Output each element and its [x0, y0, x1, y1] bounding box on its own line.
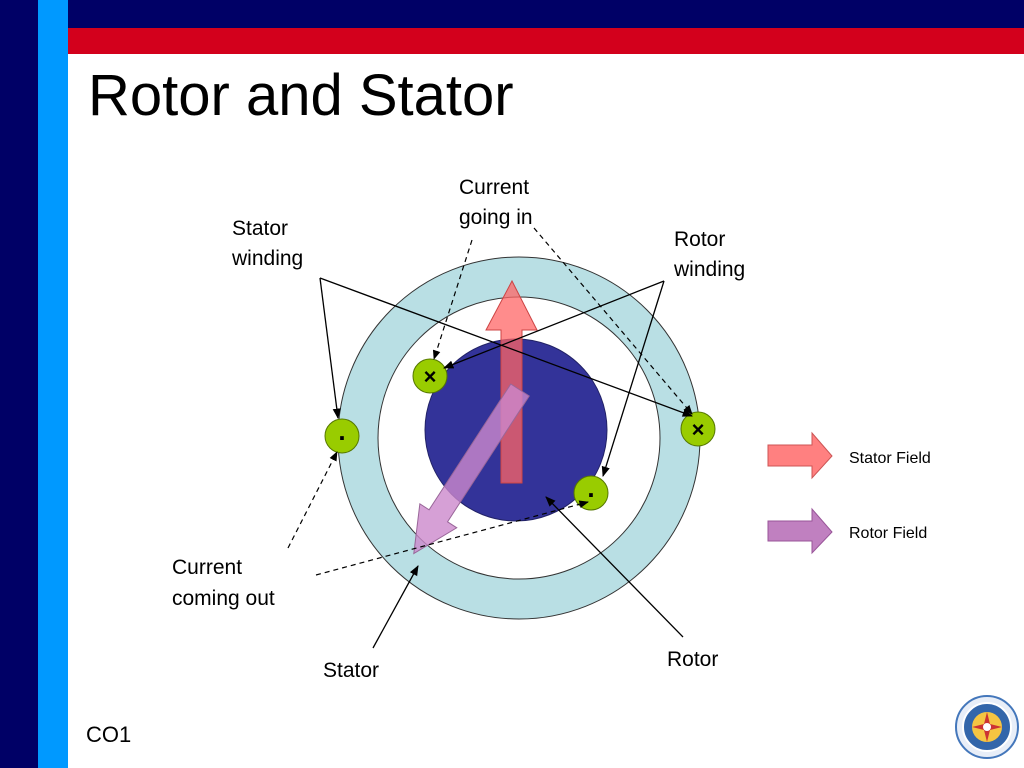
- out-of-page-symbol: .: [587, 473, 594, 503]
- label-rotor-winding-line2: winding: [673, 258, 745, 281]
- legend-rotor-field-label: Rotor Field: [849, 525, 927, 542]
- top-navy-band: [0, 0, 1024, 28]
- label-current-coming-out-line1: Current: [172, 556, 242, 579]
- top-red-band: [0, 28, 1024, 54]
- conductor-right: ×: [680, 411, 716, 447]
- label-current-coming-out-line2: coming out: [172, 587, 275, 610]
- legend-stator-field-arrow: [767, 431, 833, 480]
- label-current-going-in-line1: Current: [459, 176, 529, 199]
- current-in-pointer-left: [432, 239, 473, 360]
- stator-pointer: [372, 565, 419, 649]
- into-page-symbol: ×: [692, 417, 705, 442]
- left-blue-band: [38, 0, 68, 768]
- current-in-pointer-right: [533, 227, 693, 415]
- legend-rotor-field-arrow: [767, 507, 833, 555]
- slide-title: Rotor and Stator: [88, 63, 514, 128]
- stator-field-arrow: [485, 279, 538, 484]
- current-out-pointer-right: [315, 500, 589, 576]
- university-seal-logo: [955, 695, 1019, 759]
- conductor-left: .: [324, 416, 360, 454]
- label-rotor: Rotor: [667, 648, 718, 671]
- stator-winding-pointer-left: [319, 277, 341, 420]
- label-stator-winding-line1: Stator: [232, 217, 288, 240]
- rotor-field-arrow: [413, 383, 530, 555]
- label-stator-winding-line2: winding: [231, 247, 303, 270]
- left-navy-band: [0, 0, 38, 768]
- rotor-pointer: [545, 496, 684, 638]
- rotor-winding-pointer-bottom: [601, 280, 665, 477]
- into-page-symbol: ×: [424, 364, 437, 389]
- label-stator: Stator: [323, 659, 379, 682]
- label-rotor-winding-line1: Rotor: [674, 228, 725, 251]
- out-of-page-symbol: .: [338, 416, 345, 446]
- legend-stator-field-label: Stator Field: [849, 450, 931, 467]
- footer-course-code: CO1: [86, 722, 132, 747]
- current-out-pointer-left: [287, 451, 338, 549]
- label-current-going-in-line2: going in: [459, 206, 533, 229]
- stator-winding-pointer-right: [319, 277, 693, 417]
- rotor-winding-pointer-top: [443, 280, 665, 369]
- legend: Stator Field Rotor Field: [767, 431, 931, 555]
- conductor-top-left: ×: [412, 358, 448, 394]
